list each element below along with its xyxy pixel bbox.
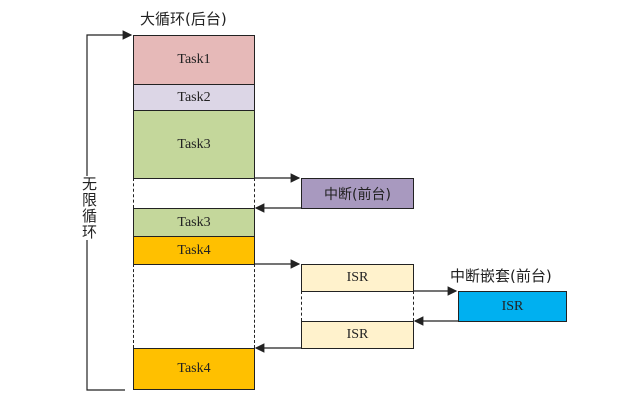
task2-block: Task2 <box>133 84 255 111</box>
task1-block: Task1 <box>133 35 255 85</box>
background-loop-title: 大循环(后台) <box>140 10 227 28</box>
isr-resume-block: ISR <box>301 321 414 349</box>
task-gap-dashed <box>133 178 255 208</box>
task4-resume-block: Task4 <box>133 348 255 390</box>
task-gap-dashed <box>133 264 255 348</box>
isr-gap-dashed <box>301 291 414 321</box>
task3-block: Task3 <box>133 110 255 179</box>
nested-isr-block: ISR <box>458 291 567 322</box>
task4-block: Task4 <box>133 236 255 265</box>
interrupt-block: 中断(前台) <box>301 178 414 209</box>
isr-block: ISR <box>301 264 414 292</box>
task3-resume-block: Task3 <box>133 208 255 237</box>
infinite-loop-label: 无限循环 <box>79 176 100 240</box>
nested-interrupt-label: 中断嵌套(前台) <box>450 267 552 285</box>
